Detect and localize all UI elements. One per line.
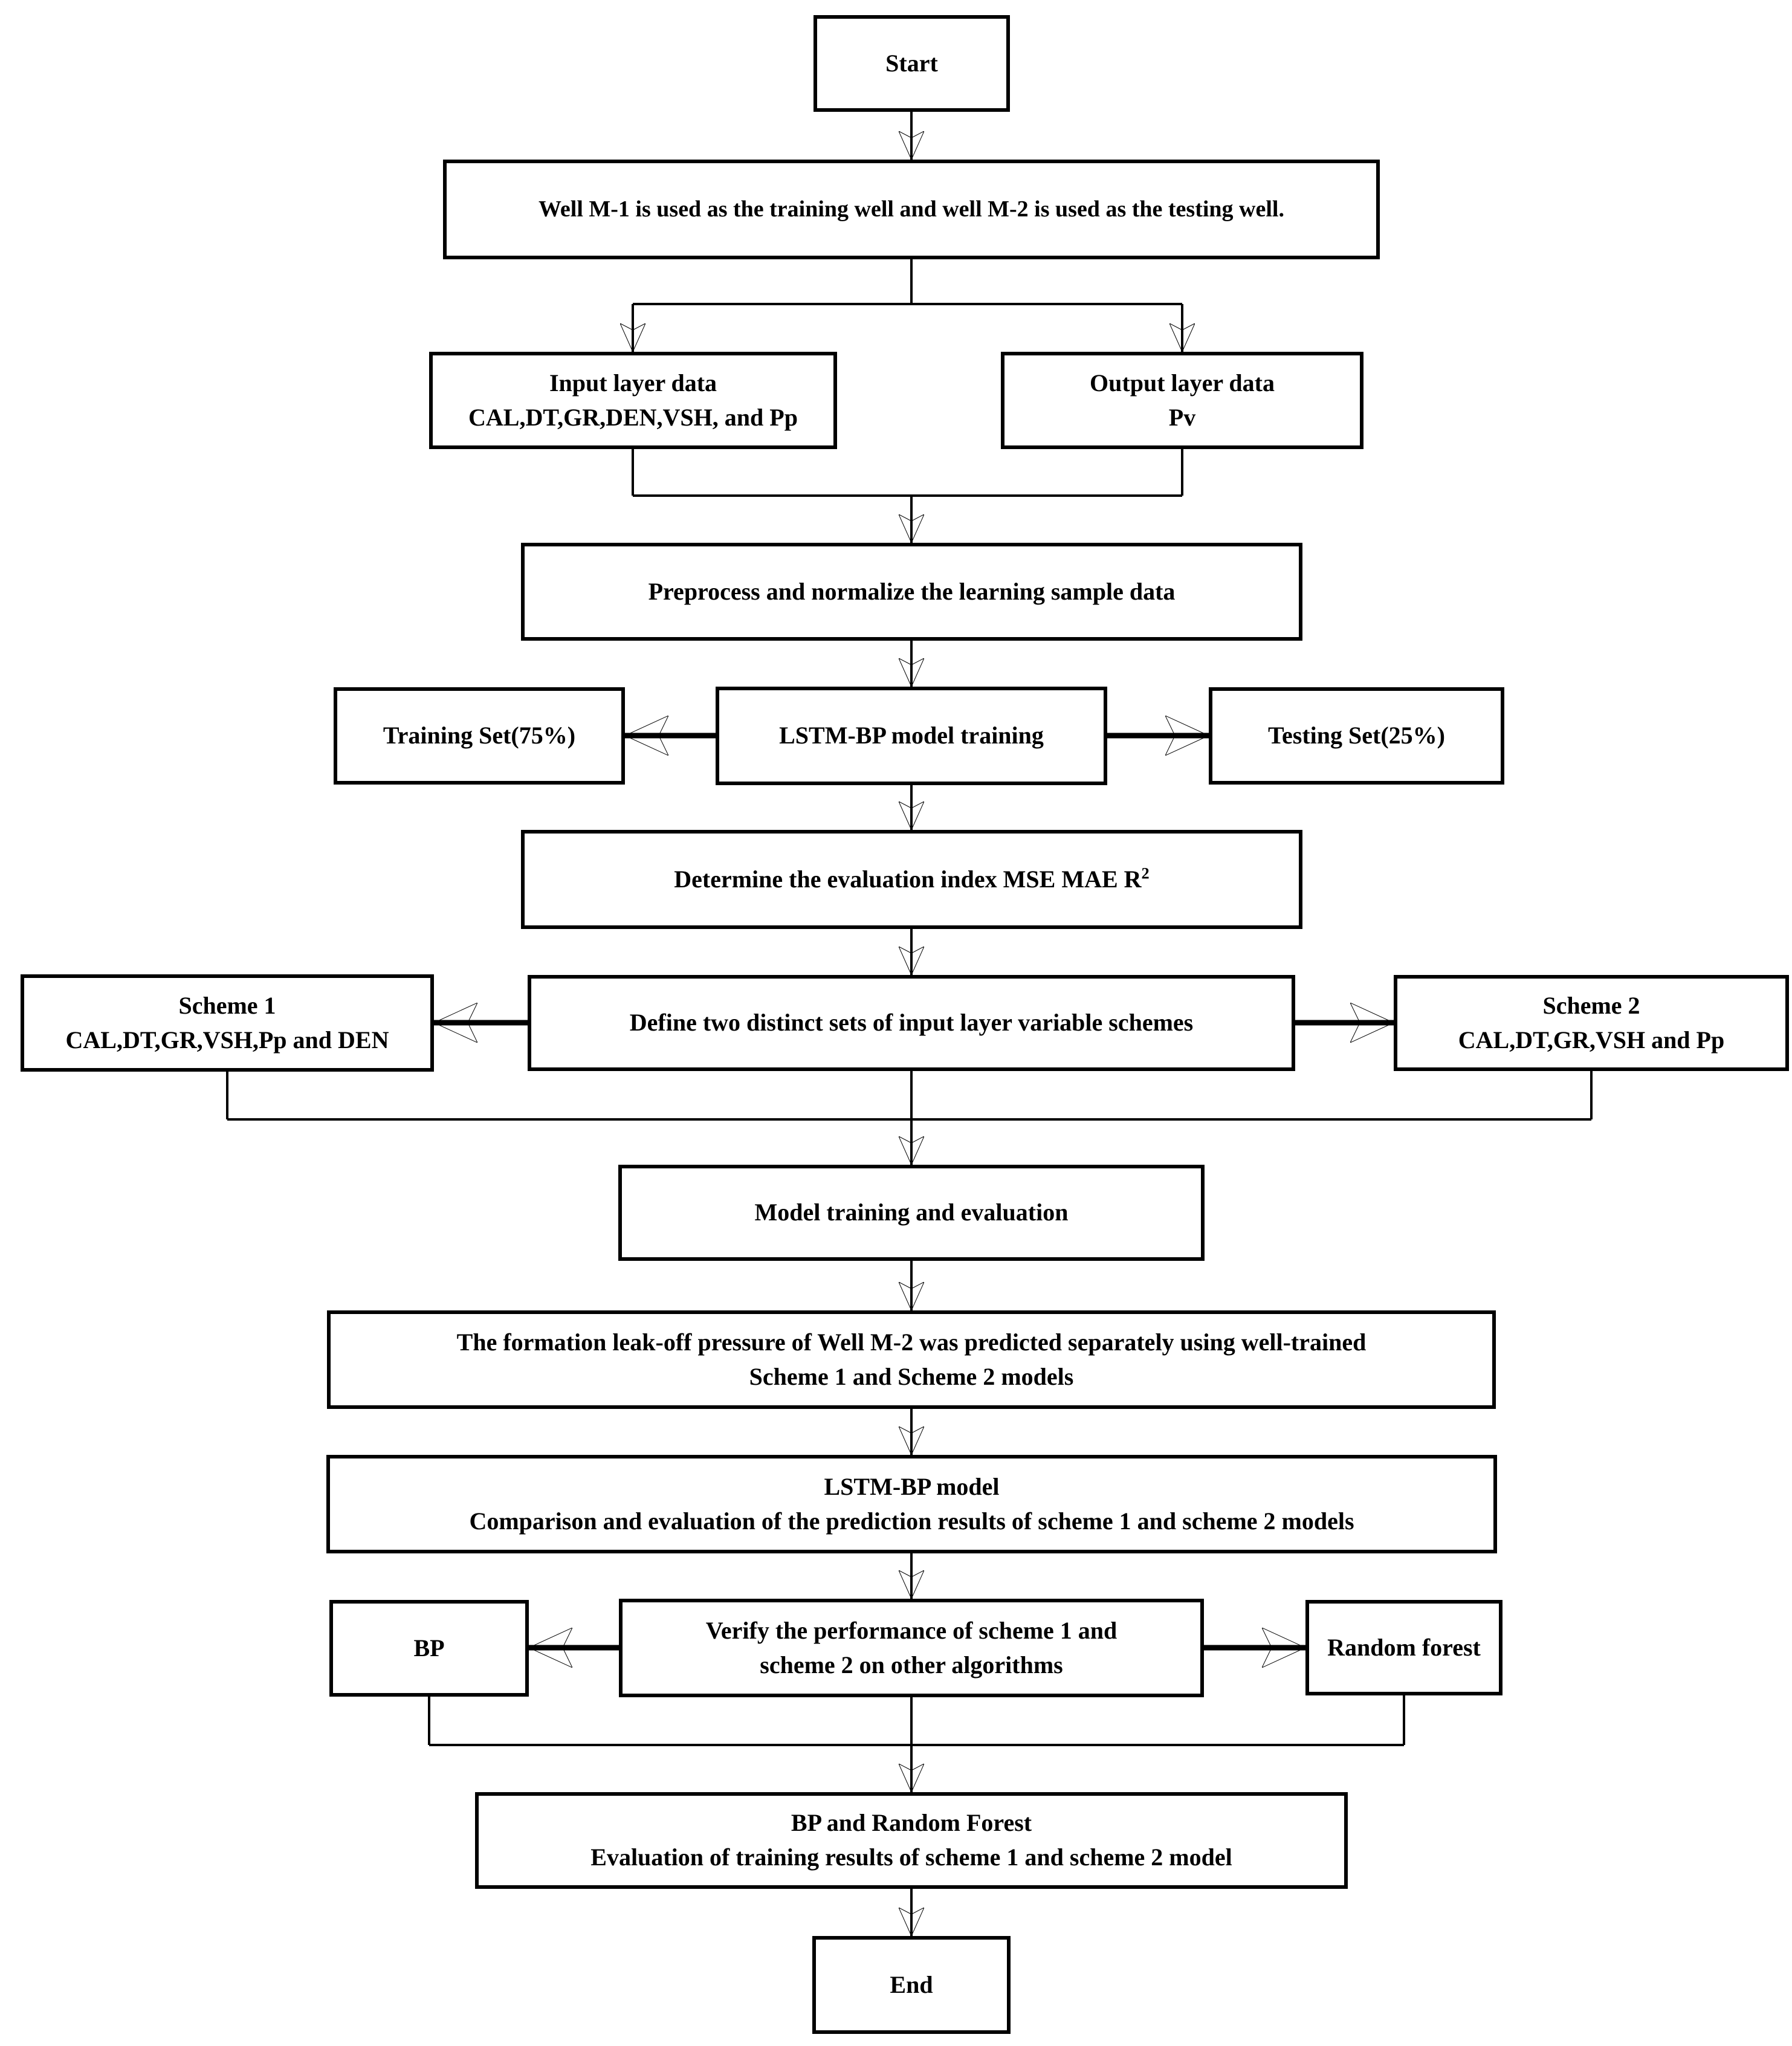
node-define-schemes-label: Define two distinct sets of input layer … — [629, 1009, 1194, 1037]
merge-schemes-to-model-training — [226, 1071, 1593, 1165]
node-predict-leakoff: The formation leak-off pressure of Well … — [327, 1310, 1496, 1409]
node-preprocess-label: Preprocess and normalize the learning sa… — [648, 577, 1176, 605]
node-predict-leakoff-line1: The formation leak-off pressure of Well … — [456, 1328, 1367, 1356]
node-start-label: Start — [885, 49, 938, 77]
merge-input-output-to-preprocess — [632, 449, 1183, 543]
node-lstm-bp-model-training: LSTM-BP model training — [716, 687, 1107, 785]
node-scheme-2: Scheme 2 CAL,DT,GR,VSH and Pp — [1394, 975, 1789, 1071]
node-bp-rf-evaluation: BP and Random Forest Evaluation of train… — [475, 1792, 1348, 1889]
merge-bp-rf-to-evaluation — [428, 1695, 1405, 1792]
node-lstm-comparison-line2: Comparison and evaluation of the predict… — [469, 1507, 1354, 1535]
node-end-label: End — [890, 1970, 933, 1998]
node-bp-label: BP — [413, 1634, 445, 1662]
node-verify-line1: Verify the performance of scheme 1 and — [705, 1616, 1118, 1644]
node-scheme1-line1: Scheme 1 — [178, 991, 276, 1019]
node-lstm-comparison: LSTM-BP model Comparison and evaluation … — [326, 1455, 1497, 1553]
node-evaluation-index-label: Determine the evaluation index MSE MAE R… — [674, 864, 1150, 893]
node-output-layer-data: Output layer data Pv — [1001, 352, 1363, 449]
node-bp: BP — [329, 1600, 529, 1697]
node-testing-set: Testing Set(25%) — [1209, 687, 1504, 785]
split-well-to-input-output — [633, 259, 1182, 352]
node-random-forest: Random forest — [1305, 1600, 1502, 1695]
node-bp-rf-line2: Evaluation of training results of scheme… — [590, 1844, 1232, 1871]
node-scheme1-line2: CAL,DT,GR,VSH,Pp and DEN — [65, 1026, 389, 1054]
node-training-set: Training Set(75%) — [334, 687, 625, 785]
node-start: Start — [814, 15, 1010, 112]
node-preprocess: Preprocess and normalize the learning sa… — [521, 543, 1302, 641]
node-predict-leakoff-line2: Scheme 1 and Scheme 2 models — [749, 1362, 1074, 1390]
node-lstm-training-label: LSTM-BP model training — [779, 722, 1044, 749]
node-end: End — [812, 1936, 1011, 2034]
node-verify-line2: scheme 2 on other algorithms — [760, 1651, 1063, 1679]
node-bp-rf-line1: BP and Random Forest — [791, 1809, 1032, 1837]
node-verify-other-algorithms: Verify the performance of scheme 1 and s… — [619, 1599, 1204, 1697]
node-training-set-label: Training Set(75%) — [383, 722, 576, 749]
node-model-training-evaluation: Model training and evaluation — [618, 1165, 1205, 1261]
node-well-assignment: Well M-1 is used as the training well an… — [443, 160, 1380, 259]
node-testing-set-label: Testing Set(25%) — [1268, 722, 1445, 749]
node-input-layer-line1: Input layer data — [549, 369, 717, 397]
node-define-schemes: Define two distinct sets of input layer … — [528, 975, 1295, 1071]
node-scheme-1: Scheme 1 CAL,DT,GR,VSH,Pp and DEN — [21, 974, 434, 1072]
node-lstm-comparison-line1: LSTM-BP model — [824, 1472, 1000, 1500]
node-output-layer-line2: Pv — [1168, 403, 1196, 431]
node-scheme2-line1: Scheme 2 — [1542, 991, 1640, 1019]
node-output-layer-line1: Output layer data — [1090, 369, 1275, 397]
node-random-forest-label: Random forest — [1327, 1633, 1481, 1661]
node-scheme2-line2: CAL,DT,GR,VSH and Pp — [1458, 1026, 1725, 1054]
node-well-assignment-label: Well M-1 is used as the training well an… — [539, 196, 1284, 222]
superscript-2: 2 — [1141, 864, 1150, 882]
node-input-layer-line2: CAL,DT,GR,DEN,VSH, and Pp — [468, 403, 798, 431]
node-model-training-evaluation-label: Model training and evaluation — [754, 1199, 1069, 1226]
node-input-layer-data: Input layer data CAL,DT,GR,DEN,VSH, and … — [429, 352, 837, 449]
node-evaluation-index: Determine the evaluation index MSE MAE R… — [521, 830, 1302, 929]
